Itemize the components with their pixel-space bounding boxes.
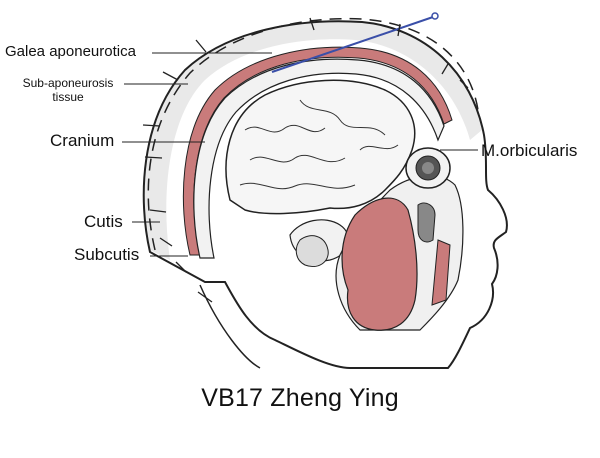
muscle-mass <box>341 197 418 331</box>
needle-handle <box>431 12 439 20</box>
skin-tick-marks <box>142 17 469 303</box>
muscle-strip <box>431 239 451 306</box>
label-cutis: Cutis <box>84 212 123 231</box>
neck-line <box>199 284 261 369</box>
label-sub-aponeurosis-line1: Sub-aponeurosis <box>22 76 114 90</box>
label-galea-aponeurotica: Galea aponeurotica <box>5 43 136 60</box>
brain-gyri <box>239 99 399 190</box>
label-m-orbicularis: M.orbicularis <box>481 141 578 160</box>
acupuncture-needle <box>271 16 434 73</box>
label-sub-aponeurosis: Sub-aponeurosis tissue <box>22 76 114 104</box>
label-subcutis: Subcutis <box>74 245 140 264</box>
brain <box>225 79 416 215</box>
cranium-bone <box>193 58 445 259</box>
leader-lines <box>122 52 478 257</box>
figure-caption: VB17 Zheng Ying <box>201 384 399 412</box>
ear-structure <box>295 235 329 267</box>
head-outline <box>142 20 508 369</box>
label-sub-aponeurosis-line2: tissue <box>52 90 84 104</box>
label-cranium: Cranium <box>50 131 115 150</box>
maxillary-sinus <box>417 202 436 243</box>
eye-highlight <box>422 162 434 174</box>
dashed-scalp-line <box>147 17 479 251</box>
